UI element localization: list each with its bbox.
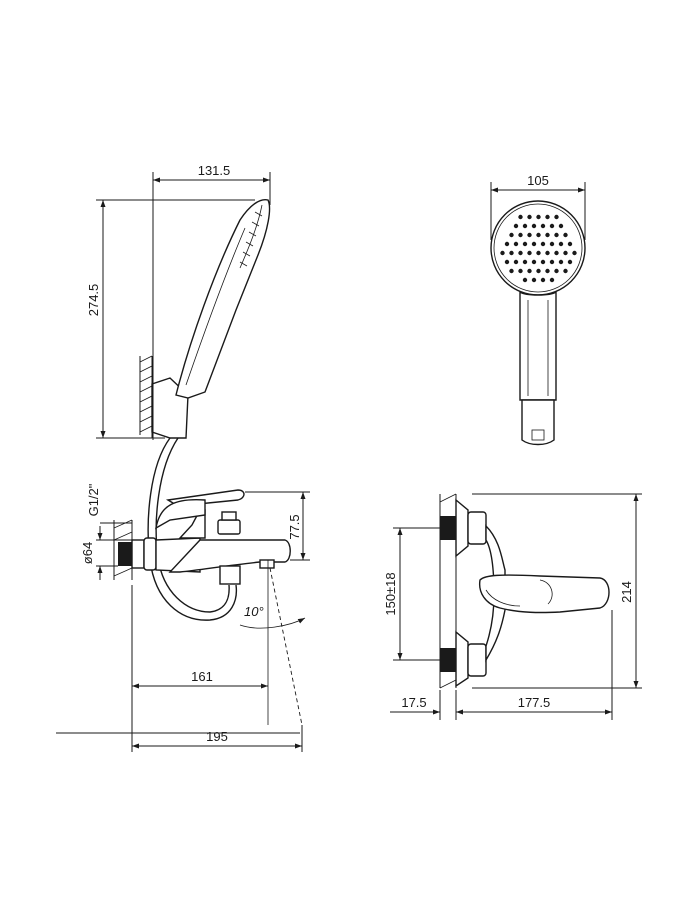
nozzle-dot <box>504 241 510 247</box>
nozzle-dot <box>531 259 537 265</box>
nozzle-dot <box>554 232 559 238</box>
mixer-front: 150±18 214 17.5 177.5 <box>383 493 642 720</box>
nozzle-dot <box>558 223 564 229</box>
shower-head-front: 105 <box>490 173 586 446</box>
nozzle-dot <box>531 241 537 247</box>
nozzle-dot <box>504 259 510 265</box>
nozzle-dot <box>518 232 523 238</box>
nozzle-dot <box>554 214 559 220</box>
nozzle-dot <box>558 259 564 265</box>
nozzle-dot <box>527 250 532 256</box>
dim-overall-reach: 195 <box>206 729 228 744</box>
nozzle-dot <box>509 250 514 256</box>
water-stream <box>269 567 303 726</box>
nozzle-dot <box>536 214 541 220</box>
dim-spout-reach: 161 <box>191 669 213 684</box>
nozzle-dot <box>518 214 523 220</box>
dim-wall-offset: 17.5 <box>401 695 426 710</box>
dim-flange-diameter: ø64 <box>80 542 95 564</box>
nozzle-dot <box>531 277 537 283</box>
nozzle-dot <box>558 241 564 247</box>
nozzle-dot <box>563 250 568 256</box>
nozzle-dot <box>540 241 546 247</box>
nozzle-dot <box>522 241 528 247</box>
nozzle-dot <box>549 241 555 247</box>
nozzle-dot <box>567 241 573 247</box>
dim-head-diameter: 105 <box>527 173 549 188</box>
nozzle-grid <box>500 214 577 283</box>
hose <box>147 437 238 621</box>
nozzle-dot <box>513 223 519 229</box>
nozzle-dot <box>522 259 528 265</box>
nozzle-dot <box>531 223 537 229</box>
nozzle-dot <box>545 214 550 220</box>
dim-handshower-length: 274.5 <box>86 284 101 317</box>
nozzle-dot <box>567 259 573 265</box>
dim-spout-angle: 10° <box>244 604 264 619</box>
nozzle-dot <box>540 277 546 283</box>
dim-lever-height: 77.5 <box>287 514 302 539</box>
dim-handshower-width: 131.5 <box>198 163 231 178</box>
nozzle-dot <box>540 259 546 265</box>
nozzle-dot <box>536 250 541 256</box>
nozzle-dot <box>563 268 568 274</box>
side-view: 131.5 274.5 G1/2" ø64 77.5 10° 161 195 <box>56 163 310 752</box>
nozzle-dot <box>549 277 555 283</box>
dim-mixer-depth: 177.5 <box>518 695 551 710</box>
nozzle-dot <box>549 223 555 229</box>
nozzle-dot <box>527 268 532 274</box>
nozzle-dot <box>509 232 514 238</box>
nozzle-dot <box>518 250 523 256</box>
nozzle-dot <box>500 250 505 256</box>
nozzle-dot <box>536 232 541 238</box>
nozzle-dot <box>509 268 514 274</box>
nozzle-dot <box>513 241 519 247</box>
nozzle-dot <box>549 259 555 265</box>
dim-thread: G1/2" <box>86 483 101 516</box>
hand-shower-side <box>175 198 271 399</box>
nozzle-dot <box>545 268 550 274</box>
nozzle-dot <box>572 250 577 256</box>
nozzle-dot <box>522 223 528 229</box>
nozzle-dot <box>527 232 532 238</box>
mixer-side <box>131 489 291 585</box>
nozzle-dot <box>554 268 559 274</box>
nozzle-dot <box>554 250 559 256</box>
nozzle-dot <box>563 232 568 238</box>
nozzle-dot <box>545 232 550 238</box>
nozzle-dot <box>545 250 550 256</box>
nozzle-dot <box>536 268 541 274</box>
nozzle-dot <box>527 214 532 220</box>
nozzle-dot <box>540 223 546 229</box>
nozzle-dot <box>522 277 528 283</box>
dim-overall-height: 214 <box>619 581 634 603</box>
dim-centers: 150±18 <box>383 572 398 615</box>
holder-wall-hatch <box>139 355 153 438</box>
nozzle-dot <box>513 259 519 265</box>
mixer-wall-hatch <box>113 519 133 580</box>
nozzle-dot <box>518 268 523 274</box>
